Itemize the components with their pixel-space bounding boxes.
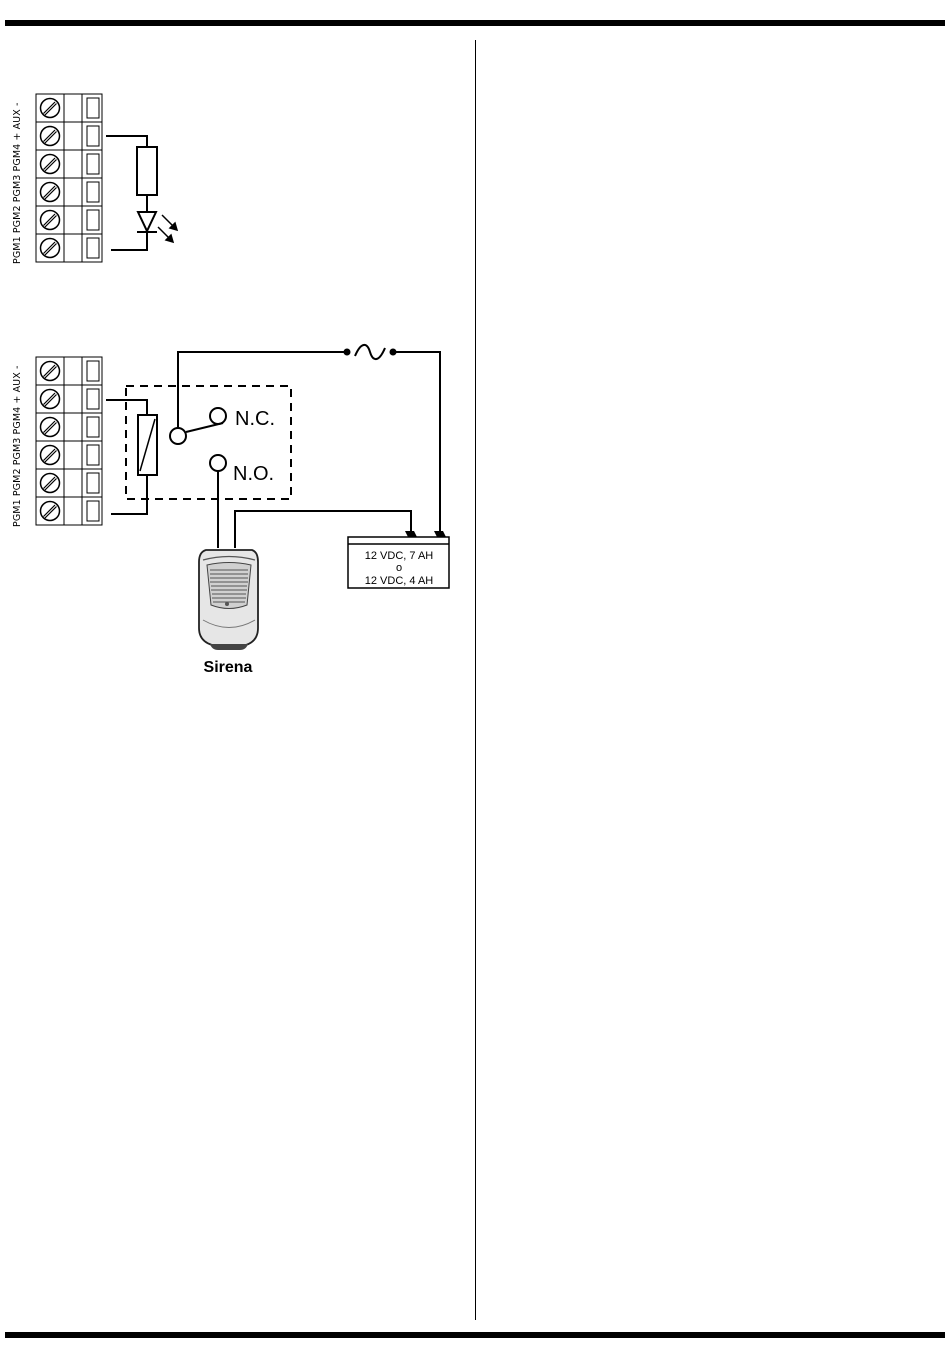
- terminal-aux-plus: [36, 385, 102, 413]
- terminal-pgm1: [36, 234, 102, 262]
- terminal-block-label: PGM1 PGM2 PGM3 PGM4 + AUX -: [12, 103, 23, 265]
- terminal-pgm2: [36, 469, 102, 497]
- terminal-pgm3: [36, 178, 102, 206]
- nc-contact-icon: [210, 408, 226, 424]
- terminal-pgm1: [36, 497, 102, 525]
- terminal-aux-minus: [36, 94, 102, 122]
- battery-spec-line1: 12 VDC, 7 AH: [365, 550, 434, 562]
- terminal-block: [36, 357, 102, 525]
- terminal-aux-plus: [36, 122, 102, 150]
- fuse-icon: [344, 345, 397, 359]
- terminal-pgm2: [36, 206, 102, 234]
- siren-label: Sirena: [204, 659, 253, 676]
- no-contact-icon: [210, 455, 226, 471]
- terminal-block-label: PGM1 PGM2 PGM3 PGM4 + AUX -: [12, 366, 23, 528]
- terminal-block: [36, 94, 102, 262]
- nc-label: N.C.: [235, 408, 275, 430]
- relay-coil-icon: [138, 415, 157, 475]
- battery-spec-separator: o: [396, 562, 402, 574]
- common-contact-icon: [170, 428, 186, 444]
- terminal-pgm4: [36, 150, 102, 178]
- siren-circuit-wires: [178, 352, 440, 548]
- no-label: N.O.: [233, 463, 274, 485]
- terminal-pgm4: [36, 413, 102, 441]
- resistor-icon: [137, 147, 157, 195]
- terminal-aux-minus: [36, 357, 102, 385]
- siren-relay-wiring-diagram: PGM1 PGM2 PGM3 PGM4 + AUX - N.C.: [12, 345, 449, 676]
- led-icon: [137, 212, 177, 242]
- siren-icon: [199, 550, 258, 650]
- battery-spec-line2: 12 VDC, 4 AH: [365, 575, 434, 587]
- terminal-pgm3: [36, 441, 102, 469]
- led-wiring-diagram: PGM1 PGM2 PGM3 PGM4 + AUX -: [12, 94, 177, 264]
